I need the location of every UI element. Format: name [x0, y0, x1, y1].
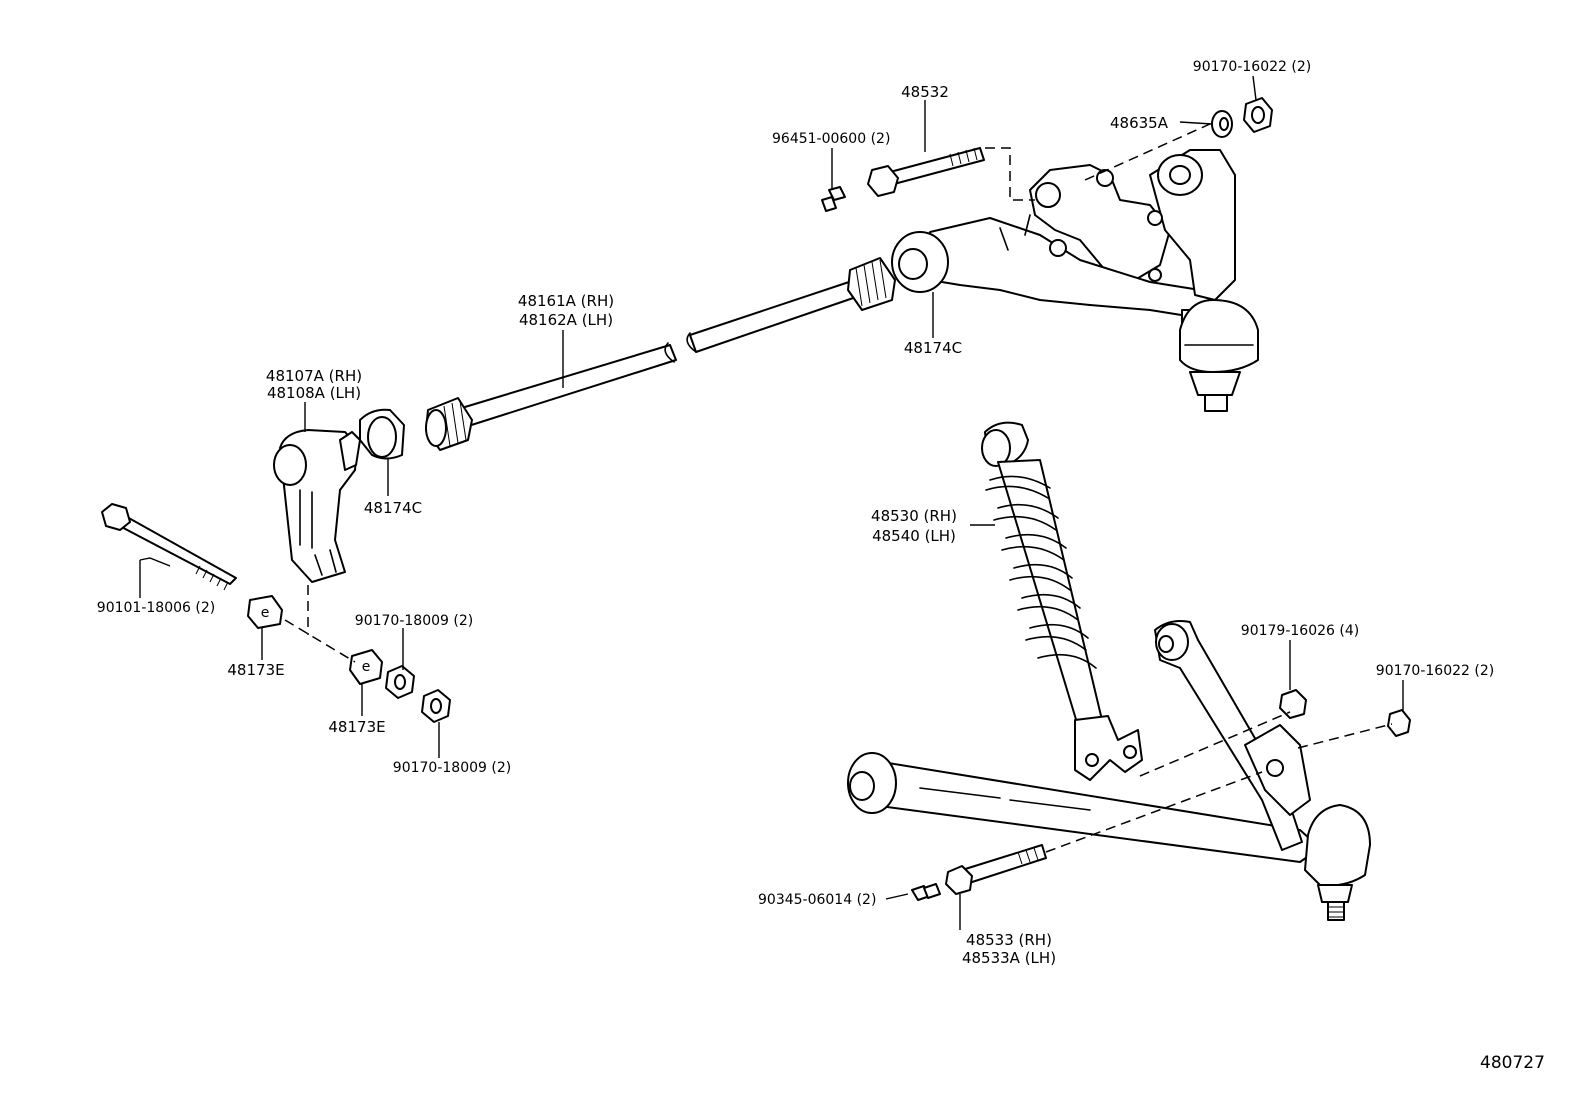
bolt-48533	[945, 844, 1047, 895]
nut-90170-18009-b	[421, 689, 451, 723]
nut-90170-16022-top	[1243, 97, 1273, 133]
torsion-bar-anchor-arm	[273, 429, 361, 583]
assembly-line-upper-2	[1084, 123, 1211, 181]
assembly-line-lower-3	[1045, 771, 1263, 853]
callout-48174c-left: 48174C	[364, 499, 422, 517]
pad-48173e-lower: e	[349, 649, 383, 685]
upper-control-arm	[891, 149, 1259, 412]
small-bolt-96451	[821, 186, 846, 212]
lower-control-arm	[847, 620, 1371, 921]
callout-48162a: 48162A (LH)	[519, 311, 613, 329]
assembly-line-anchor-2	[284, 619, 356, 663]
assembly-line-lower-2	[1297, 723, 1393, 749]
callout-90170-16022-top: 90170-16022 (2)	[1193, 59, 1311, 75]
callout-90170-18009-lower: 90170-18009 (2)	[393, 760, 511, 776]
callout-48173e-upper: 48173E	[227, 661, 284, 679]
callout-90170-18009-upper: 90170-18009 (2)	[355, 613, 473, 629]
torsion-bar	[425, 257, 896, 451]
callout-48108a: 48108A (LH)	[267, 384, 361, 402]
callout-48161a: 48161A (RH)	[518, 292, 614, 310]
pad-48173e-upper: e	[247, 595, 283, 629]
nut-90170-18009-a	[385, 665, 415, 699]
callout-48635a: 48635A	[1110, 114, 1169, 132]
callout-48173e-lower: 48173E	[328, 718, 385, 736]
pad-mark: e	[362, 659, 371, 675]
callout-labels: 90170-16022 (2) 48532 48635A 96451-00600…	[97, 59, 1545, 1073]
callout-90179-16026: 90179-16026 (4)	[1241, 623, 1359, 639]
diagram-id: 480727	[1480, 1053, 1545, 1073]
callout-48533a: 48533A (LH)	[962, 949, 1056, 967]
small-bolt-90345	[911, 883, 941, 901]
callout-48540: 48540 (LH)	[872, 527, 956, 545]
nut-90170-16022-lower	[1387, 709, 1411, 737]
callout-48533: 48533 (RH)	[966, 931, 1052, 949]
callout-48530: 48530 (RH)	[871, 507, 957, 525]
callout-90101-18006: 90101-18006 (2)	[97, 600, 215, 616]
callout-48532: 48532	[901, 83, 949, 101]
pad-mark: e	[261, 605, 270, 621]
spacer-48174c-left	[359, 408, 405, 460]
callout-48107a: 48107A (RH)	[266, 367, 362, 385]
callout-90345-06014: 90345-06014 (2)	[758, 892, 876, 908]
callout-90170-16022-lower: 90170-16022 (2)	[1376, 663, 1494, 679]
callout-48174c-upper: 48174C	[904, 339, 962, 357]
leader-lines	[139, 75, 1404, 930]
assembly-line-upper-1	[985, 147, 1035, 201]
nut-90179-16026	[1279, 689, 1307, 719]
bolt-48532	[867, 147, 985, 197]
callout-96451-00600: 96451-00600 (2)	[772, 131, 890, 147]
washer-48635a	[1211, 110, 1233, 138]
bolt-90101-18006	[101, 503, 237, 591]
assembly-line-lower-1	[1139, 711, 1291, 777]
shock-absorber	[981, 421, 1143, 781]
